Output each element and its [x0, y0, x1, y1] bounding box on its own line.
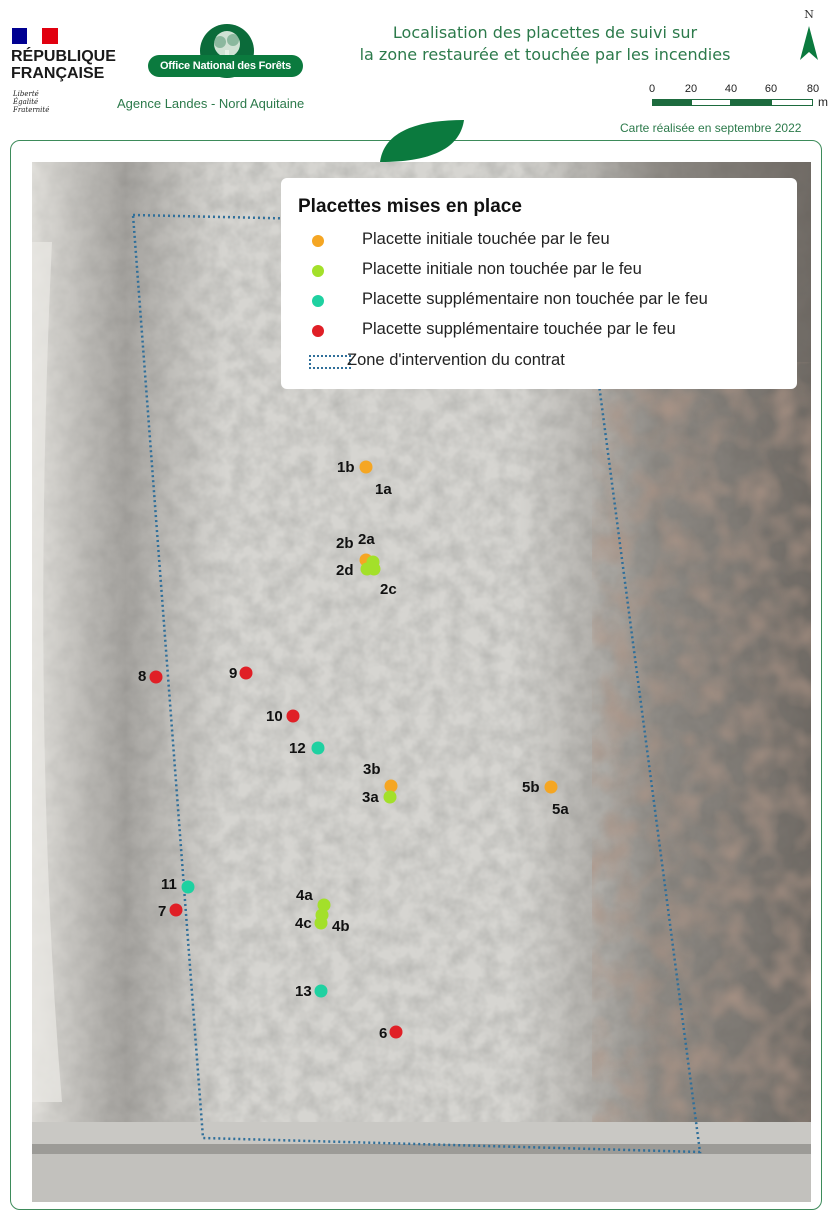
plot-4a-marker[interactable]: [317, 898, 331, 912]
plot-6-marker[interactable]: [389, 1025, 403, 1039]
plot-10-marker[interactable]: [286, 709, 300, 723]
republic-motto: Liberté Égalité Fraternité: [13, 90, 50, 114]
plot-markers: [149, 460, 558, 1039]
plot-label-11: 11: [161, 876, 177, 893]
legend-item-supplementaire-touchee: Placette supplémentaire touchée par le f…: [295, 319, 795, 343]
red-dot-icon: [312, 325, 324, 337]
plot-3b-marker[interactable]: [384, 779, 398, 793]
north-arrow-icon: N: [796, 8, 822, 64]
map-legend: Placettes mises en place Placette initia…: [281, 178, 797, 389]
map-header: RÉPUBLIQUE FRANÇAISE Liberté Égalité Fra…: [0, 0, 832, 140]
plot-label-1b: 1b: [337, 459, 355, 476]
scale-bar: 0 20 40 60 80 m: [648, 83, 828, 109]
map-date: Carte réalisée en septembre 2022: [620, 121, 802, 135]
plot-label-3b: 3b: [363, 761, 381, 778]
plot-3a-marker[interactable]: [383, 790, 397, 804]
plot-label-2a: 2a: [358, 531, 375, 548]
plot-label-13: 13: [295, 983, 312, 1000]
plot-label-4c: 4c: [295, 915, 312, 932]
agency-name: Agence Landes - Nord Aquitaine: [117, 96, 305, 111]
plot-label-4a: 4a: [296, 887, 313, 904]
legend-item-zone: Zone d'intervention du contrat: [295, 350, 795, 374]
plot-12-marker[interactable]: [311, 741, 325, 755]
plot-13-marker[interactable]: [314, 984, 328, 998]
plot-label-5b: 5b: [522, 779, 540, 796]
plot-4b-marker[interactable]: [314, 916, 328, 930]
plot-label-9: 9: [229, 665, 238, 682]
map-title: Localisation des placettes de suivi sur …: [359, 23, 731, 64]
onf-logo-label: Office National des Forêts: [148, 55, 303, 77]
plot-7-marker[interactable]: [169, 903, 183, 917]
legend-title: Placettes mises en place: [298, 196, 522, 217]
plot-label-2c: 2c: [380, 581, 397, 598]
plot-label-7: 7: [158, 903, 167, 920]
plot-label-3a: 3a: [362, 789, 379, 806]
leaf-icon: [376, 118, 466, 164]
plot-8-marker[interactable]: [149, 670, 163, 684]
plot-label-1a: 1a: [375, 481, 392, 498]
plot-label-8: 8: [138, 668, 147, 685]
plot-label-6: 6: [379, 1025, 388, 1042]
plot-11-marker[interactable]: [181, 880, 195, 894]
republique-francaise-logo: RÉPUBLIQUE FRANÇAISE: [11, 48, 116, 82]
plot-2c-marker[interactable]: [367, 562, 381, 576]
teal-dot-icon: [312, 295, 324, 307]
french-flag-icon: [12, 28, 58, 44]
legend-item-supplementaire-non-touchee: Placette supplémentaire non touchée par …: [295, 289, 795, 313]
plot-label-5a: 5a: [552, 801, 569, 818]
plot-label-2d: 2d: [336, 562, 354, 579]
plot-5b-marker[interactable]: [544, 780, 558, 794]
onf-logo: Office National des Forêts: [148, 24, 303, 80]
plot-label-12: 12: [289, 740, 306, 757]
green-dot-icon: [312, 265, 324, 277]
plot-label-2b: 2b: [336, 535, 354, 552]
legend-item-initiale-non-touchee: Placette initiale non touchée par le feu: [295, 259, 795, 283]
dotted-rectangle-icon: [309, 355, 351, 369]
plot-label-10: 10: [266, 708, 283, 725]
orange-dot-icon: [312, 235, 324, 247]
legend-item-initiale-touchee: Placette initiale touchée par le feu: [295, 229, 795, 253]
plot-1b-marker[interactable]: [359, 460, 373, 474]
plot-9-marker[interactable]: [239, 666, 253, 680]
plot-label-4b: 4b: [332, 918, 350, 935]
